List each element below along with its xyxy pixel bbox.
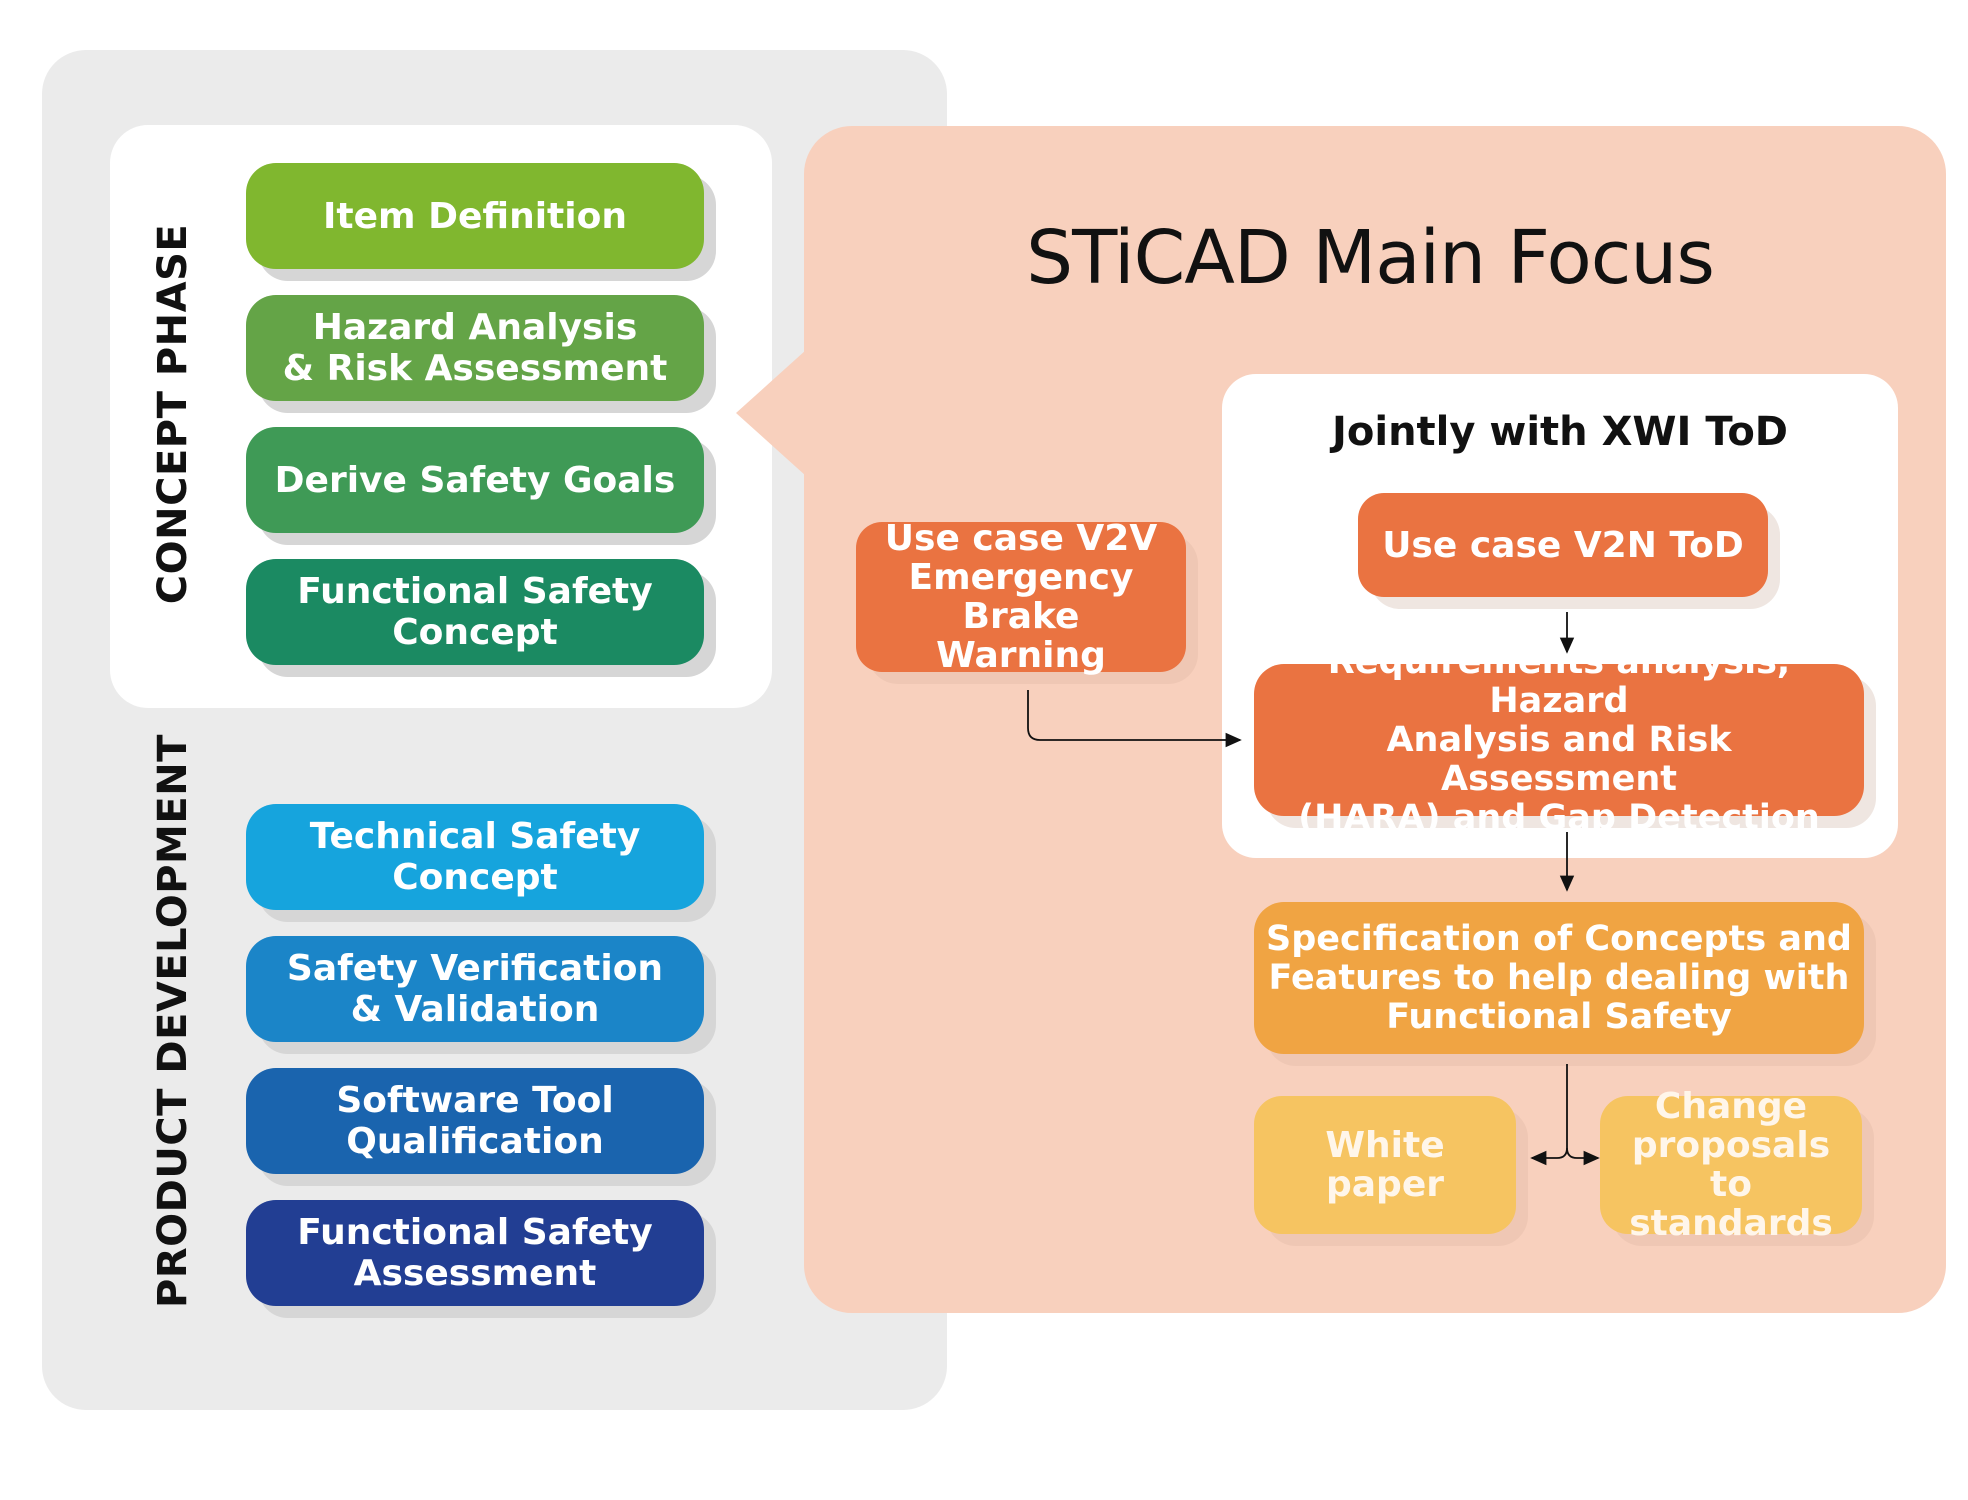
main-focus-title: STiCAD Main Focus: [1026, 215, 1715, 301]
v2n-use-case-box: Use case V2N ToD: [1358, 493, 1768, 597]
joint-title: Jointly with XWI ToD: [1332, 409, 1788, 455]
technical-safety-concept-step: Technical Safety Concept: [246, 804, 704, 910]
functional-safety-concept-step: Functional Safety Concept: [246, 559, 704, 665]
change-proposals-box: Change proposals to standards: [1600, 1087, 1862, 1243]
focus-pointer: [736, 350, 806, 476]
white-paper-box: White paper: [1254, 1096, 1516, 1234]
requirements-analysis-box: Requirements analysis, Hazard Analysis a…: [1254, 642, 1864, 837]
software-tool-qualification-step: Software Tool Qualification: [246, 1068, 704, 1174]
product-development-label: PRODUCT DEVELOPMENT: [150, 734, 196, 1308]
functional-safety-assessment-step: Functional Safety Assessment: [246, 1200, 704, 1306]
specification-box: Specification of Concepts and Features t…: [1254, 902, 1864, 1054]
v2v-use-case-box: Use case V2V Emergency Brake Warning: [856, 519, 1186, 675]
item-definition-step: Item Definition: [246, 163, 704, 269]
hazard-analysis-step: Hazard Analysis & Risk Assessment: [246, 295, 704, 401]
concept-phase-label: CONCEPT PHASE: [150, 223, 196, 605]
safety-verification-step: Safety Verification & Validation: [246, 936, 704, 1042]
derive-safety-goals-step: Derive Safety Goals: [246, 427, 704, 533]
